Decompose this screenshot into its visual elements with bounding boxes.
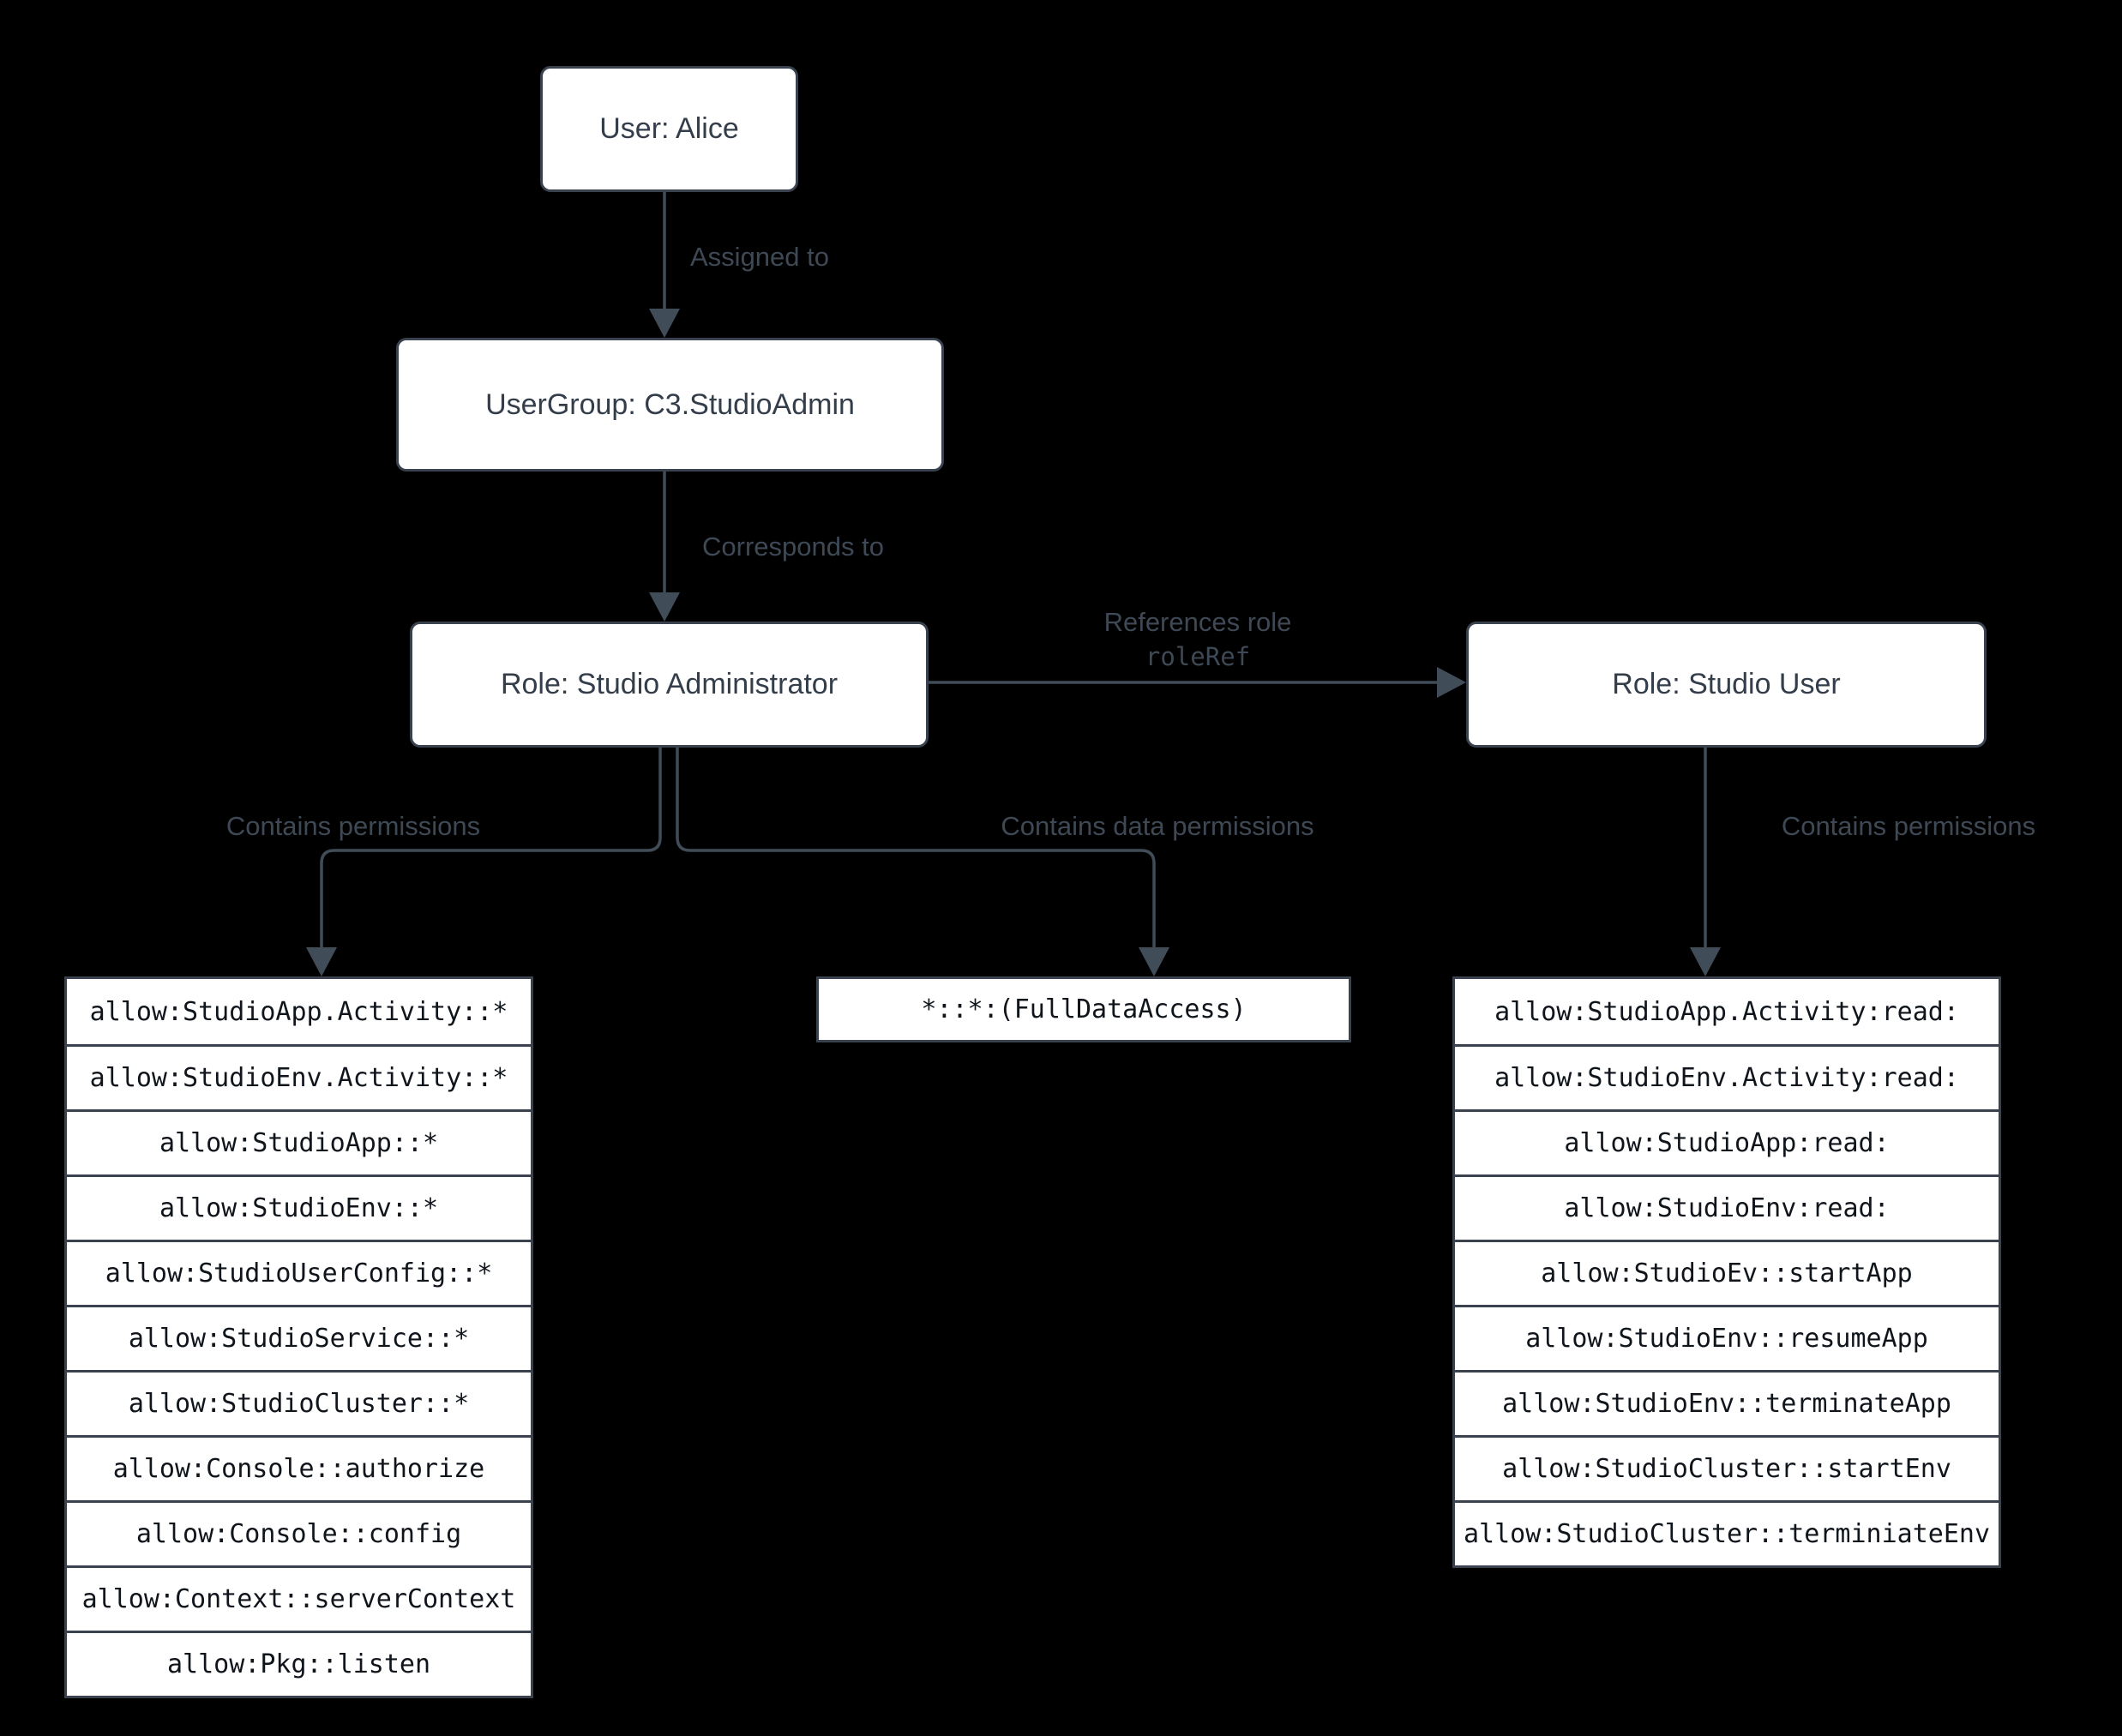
user-permission-item: allow:StudioCluster::terminiateEnv: [1455, 1500, 1999, 1565]
admin-permission-list: allow:StudioApp.Activity::*allow:StudioE…: [64, 976, 533, 1698]
user-permission-item: allow:StudioEnv.Activity:read:: [1455, 1044, 1999, 1109]
edge-contains-permissions-left-arrowhead: [306, 947, 337, 976]
user-permission-list: allow:StudioApp.Activity:read: allow:Stud…: [1452, 976, 2001, 1568]
user-permission-item: allow:StudioApp:read:: [1455, 1109, 1999, 1174]
user-permission-item: allow:StudioEnv:read:: [1455, 1174, 1999, 1240]
user-permission-item: allow:StudioCluster::startEnv: [1455, 1435, 1999, 1500]
user-permission-item: allow:StudioApp.Activity:read:: [1494, 996, 1959, 1027]
edge-references-role-arrowhead: [1437, 667, 1466, 698]
edge-assigned-to-arrowhead: [649, 309, 680, 338]
edge-contains-permissions-left-line: [320, 748, 662, 947]
admin-permission-item: allow:StudioCluster::*: [67, 1370, 531, 1435]
admin-permission-item: allow:StudioEnv.Activity::*: [67, 1044, 531, 1109]
edge-label-assigned-to: Assigned to: [690, 242, 829, 272]
edge-label-references-role-text: References role: [1103, 607, 1292, 637]
edge-contains-permissions-right-arrowhead: [1690, 947, 1721, 976]
admin-permission-item: allow:Pkg::listen: [67, 1631, 531, 1696]
edge-corresponds-to-arrowhead: [649, 592, 680, 622]
edge-label-contains-permissions-left: Contains permissions: [225, 811, 481, 841]
node-user-alice: User: Alice: [540, 66, 798, 192]
admin-permission-item: allow:Context::serverContext: [67, 1565, 531, 1631]
edge-label-corresponds-to: Corresponds to: [702, 532, 884, 562]
edge-label-references-role: References role roleRef: [1026, 605, 1369, 674]
admin-permission-item: allow:StudioEnv::*: [67, 1174, 531, 1240]
admin-permission-item: allow:StudioApp.Activity::*: [89, 996, 508, 1027]
node-full-data-access: *::*:(FullDataAccess): [816, 976, 1351, 1042]
user-permission-item: allow:StudioEnv::resumeApp: [1455, 1305, 1999, 1370]
node-role-studio-user: Role: Studio User: [1466, 622, 1987, 748]
admin-permission-item: allow:Console::config: [67, 1500, 531, 1565]
admin-permission-item: allow:StudioApp::*: [67, 1109, 531, 1174]
edge-label-contains-data-permissions: Contains data permissions: [1001, 811, 1314, 841]
node-role-studio-administrator: Role: Studio Administrator: [410, 622, 929, 748]
edge-contains-data-permissions-arrowhead: [1139, 947, 1169, 976]
user-permission-item: allow:StudioEv::startApp: [1455, 1240, 1999, 1305]
admin-permission-item: allow:Console::authorize: [67, 1435, 531, 1500]
edge-label-roleref-text: roleRef: [1145, 642, 1251, 671]
admin-permission-item: allow:StudioUserConfig::*: [67, 1240, 531, 1305]
user-permission-item: allow:StudioEnv::terminateApp: [1455, 1370, 1999, 1435]
edge-contains-data-permissions-line: [676, 748, 1156, 947]
node-usergroup-studioadmin: UserGroup: C3.StudioAdmin: [396, 338, 944, 472]
edge-label-contains-permissions-right: Contains permissions: [1781, 811, 2036, 841]
admin-permission-item: allow:StudioService::*: [67, 1305, 531, 1370]
